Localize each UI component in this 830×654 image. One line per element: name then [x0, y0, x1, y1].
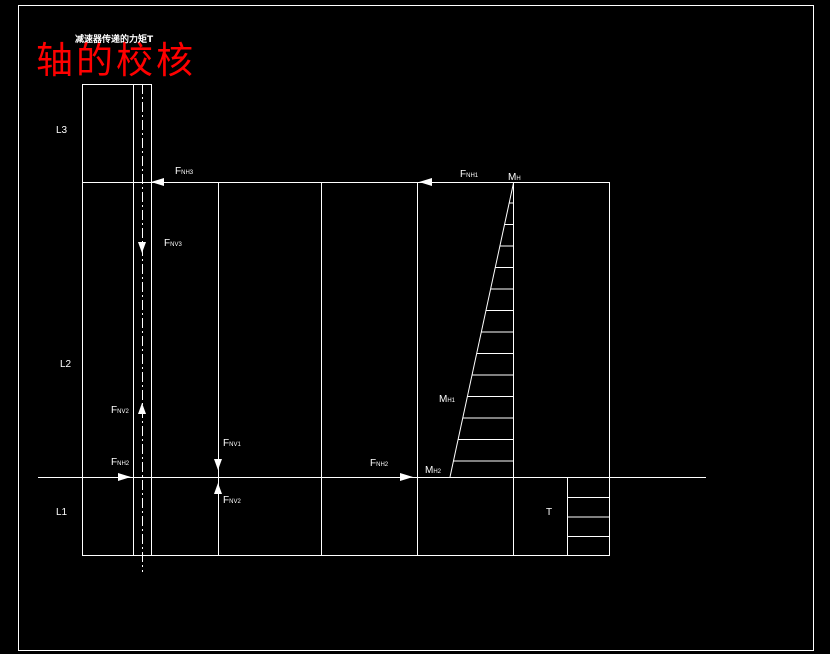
moment-hatching [453, 202, 514, 462]
arrow-fnh3 [151, 178, 164, 186]
page-title: 轴的校核 [36, 39, 196, 82]
label-fnv3: FNV3 [164, 238, 182, 249]
label-fnh3: FNH3 [175, 166, 194, 177]
label-fnh1: FNH1 [460, 169, 479, 180]
arrow-fnh2-left [118, 473, 131, 481]
label-fnh2-right: FNH2 [370, 458, 389, 469]
label-mh2: MH2 [425, 465, 442, 476]
label-l3: L3 [56, 125, 68, 136]
label-l1: L1 [56, 507, 68, 518]
arrow-fnv3 [138, 242, 146, 253]
label-fnv2-lower: FNV2 [223, 495, 241, 506]
label-t: T [546, 507, 552, 518]
label-fnv1: FNV1 [223, 438, 241, 449]
label-fnh2-left: FNH2 [111, 457, 130, 468]
label-fnv2-upper: FNV2 [111, 405, 129, 416]
arrow-fnh2-right [400, 473, 413, 481]
moment-diagram [449, 182, 514, 478]
drawing-subtitle: 减速器传递的力矩T [75, 33, 154, 45]
arrow-fnv2-lower [214, 483, 222, 494]
arrow-fnv1 [214, 459, 222, 470]
drawing-border [18, 5, 814, 651]
shaft-frame [38, 84, 706, 572]
arrow-fnh1 [419, 178, 432, 186]
arrow-fnv2-upper [138, 403, 146, 414]
label-l2: L2 [60, 359, 72, 370]
label-mh: MH [508, 172, 521, 183]
label-mh1: MH1 [439, 394, 456, 405]
torque-hatching [567, 497, 610, 537]
